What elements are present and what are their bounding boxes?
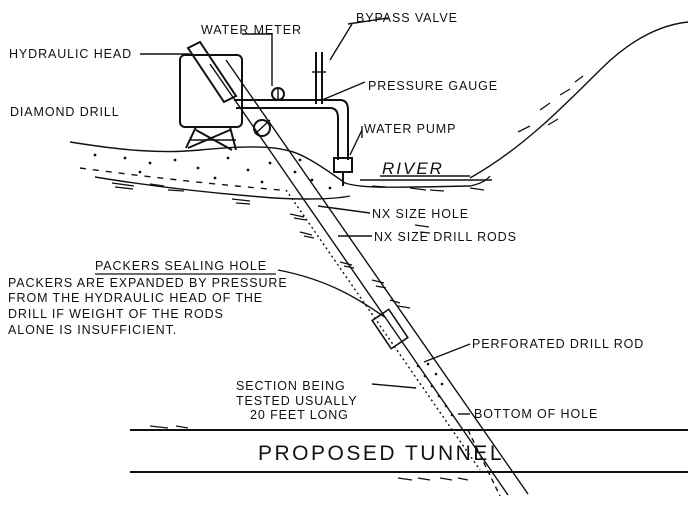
label-nx-size-drill-rods: NX SIZE DRILL RODS — [374, 230, 517, 244]
drill-housing — [179, 54, 243, 128]
label-pressure-gauge: PRESSURE GAUGE — [368, 79, 498, 93]
label-water-meter: WATER METER — [201, 23, 302, 37]
label-perforated-rod: PERFORATED DRILL ROD — [472, 337, 644, 351]
label-packers-note-1: PACKERS ARE EXPANDED BY PRESSURE — [8, 276, 288, 290]
label-hydraulic-head: HYDRAULIC HEAD — [9, 47, 132, 61]
perforations — [416, 362, 454, 417]
ground-surface — [69, 21, 689, 200]
label-packers-title: PACKERS SEALING HOLE — [95, 259, 267, 273]
tunnel — [130, 425, 688, 481]
label-proposed-tunnel: PROPOSED TUNNEL — [258, 442, 504, 465]
label-section-tested-1: SECTION BEING — [236, 379, 346, 393]
drill-rig — [179, 40, 243, 151]
label-section-tested-3: 20 FEET LONG — [250, 408, 349, 422]
label-nx-size-hole: NX SIZE HOLE — [372, 207, 469, 221]
label-bypass-valve: BYPASS VALVE — [356, 11, 458, 25]
pressure-gauge-dial — [253, 119, 271, 137]
label-water-pump: WATER PUMP — [364, 122, 456, 136]
label-packers-note-4: ALONE IS INSUFFICIENT. — [8, 323, 177, 337]
leader-lines — [140, 17, 471, 415]
label-bottom-of-hole: BOTTOM OF HOLE — [474, 407, 598, 421]
label-section-tested-2: TESTED USUALLY — [236, 394, 357, 408]
hydraulic-cylinder — [186, 40, 238, 104]
piping — [234, 52, 363, 186]
label-diamond-drill: DIAMOND DRILL — [10, 105, 120, 119]
label-packers-note-2: FROM THE HYDRAULIC HEAD OF THE — [8, 291, 263, 305]
label-packers-note-3: DRILL IF WEIGHT OF THE RODS — [8, 307, 224, 321]
water-pump-body — [333, 157, 353, 173]
overburden-dots — [93, 153, 332, 190]
label-river: RIVER — [382, 159, 444, 178]
